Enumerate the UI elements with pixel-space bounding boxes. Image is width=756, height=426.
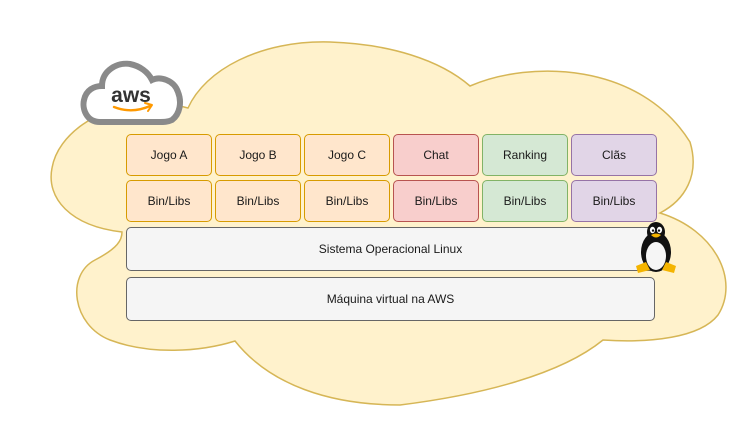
app-box-chat: Chat [393,134,479,176]
libs-label: Bin/Libs [414,194,458,208]
app-label: Ranking [502,148,548,162]
libs-box-clas: Bin/Libs [571,180,657,222]
app-box-jogo-b: Jogo B [215,134,301,176]
aws-cloud-icon: aws [80,60,183,125]
vm-layer-box: Máquina virtual na AWS [126,277,655,321]
aws-logo-text: aws [111,84,151,107]
libs-box-jogo-c: Bin/Libs [304,180,390,222]
libs-label: Bin/Libs [147,194,191,208]
libs-label: Bin/Libs [325,194,369,208]
app-label: Jogo B [239,148,277,162]
app-box-clas: Clãs [571,134,657,176]
app-box-jogo-a: Jogo A [126,134,212,176]
app-label: Jogo A [150,148,188,162]
app-label: Jogo C [327,148,367,162]
libs-box-ranking: Bin/Libs [482,180,568,222]
vm-layer-label: Máquina virtual na AWS [326,292,455,306]
app-label: Clãs [601,148,626,162]
libs-box-chat: Bin/Libs [393,180,479,222]
libs-label: Bin/Libs [592,194,636,208]
os-layer-label: Sistema Operacional Linux [318,242,463,256]
libs-label: Bin/Libs [236,194,280,208]
libs-box-jogo-b: Bin/Libs [215,180,301,222]
app-box-ranking: Ranking [482,134,568,176]
os-layer-box: Sistema Operacional Linux [126,227,655,271]
linux-tux-icon [636,222,676,273]
libs-box-jogo-a: Bin/Libs [126,180,212,222]
app-label: Chat [423,148,449,162]
app-box-jogo-c: Jogo C [304,134,390,176]
libs-label: Bin/Libs [503,194,547,208]
